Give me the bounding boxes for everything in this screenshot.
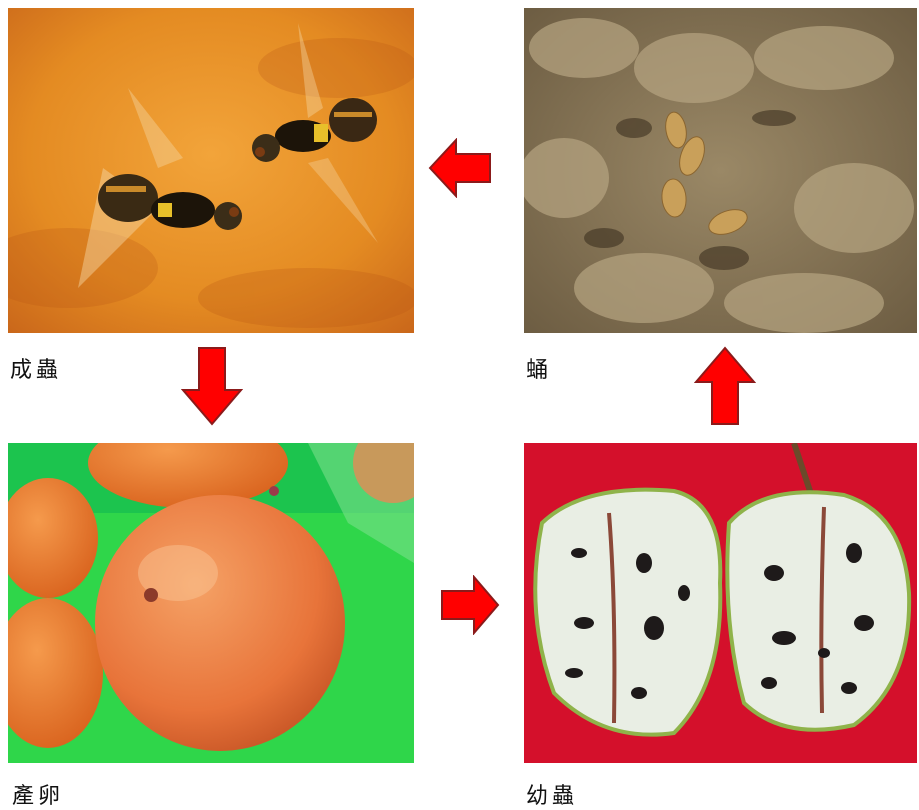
caption-egg: 產卵 xyxy=(12,778,64,810)
arrow-down-icon xyxy=(181,346,243,426)
caption-adult: 成蟲 xyxy=(10,352,62,384)
arrow-right-icon xyxy=(440,575,500,635)
arrow-left-icon xyxy=(428,138,492,198)
arrow-up-icon xyxy=(694,346,756,426)
oviposition-mark xyxy=(144,588,158,602)
caption-pupa: 蛹 xyxy=(526,352,552,384)
pupae-in-soil-photo xyxy=(524,8,917,333)
orange-egg-laying-photo xyxy=(8,443,414,763)
adult-flies-photo xyxy=(8,8,414,333)
caption-larva: 幼蟲 xyxy=(526,778,578,810)
infested-fruit-larva-photo xyxy=(524,443,917,763)
